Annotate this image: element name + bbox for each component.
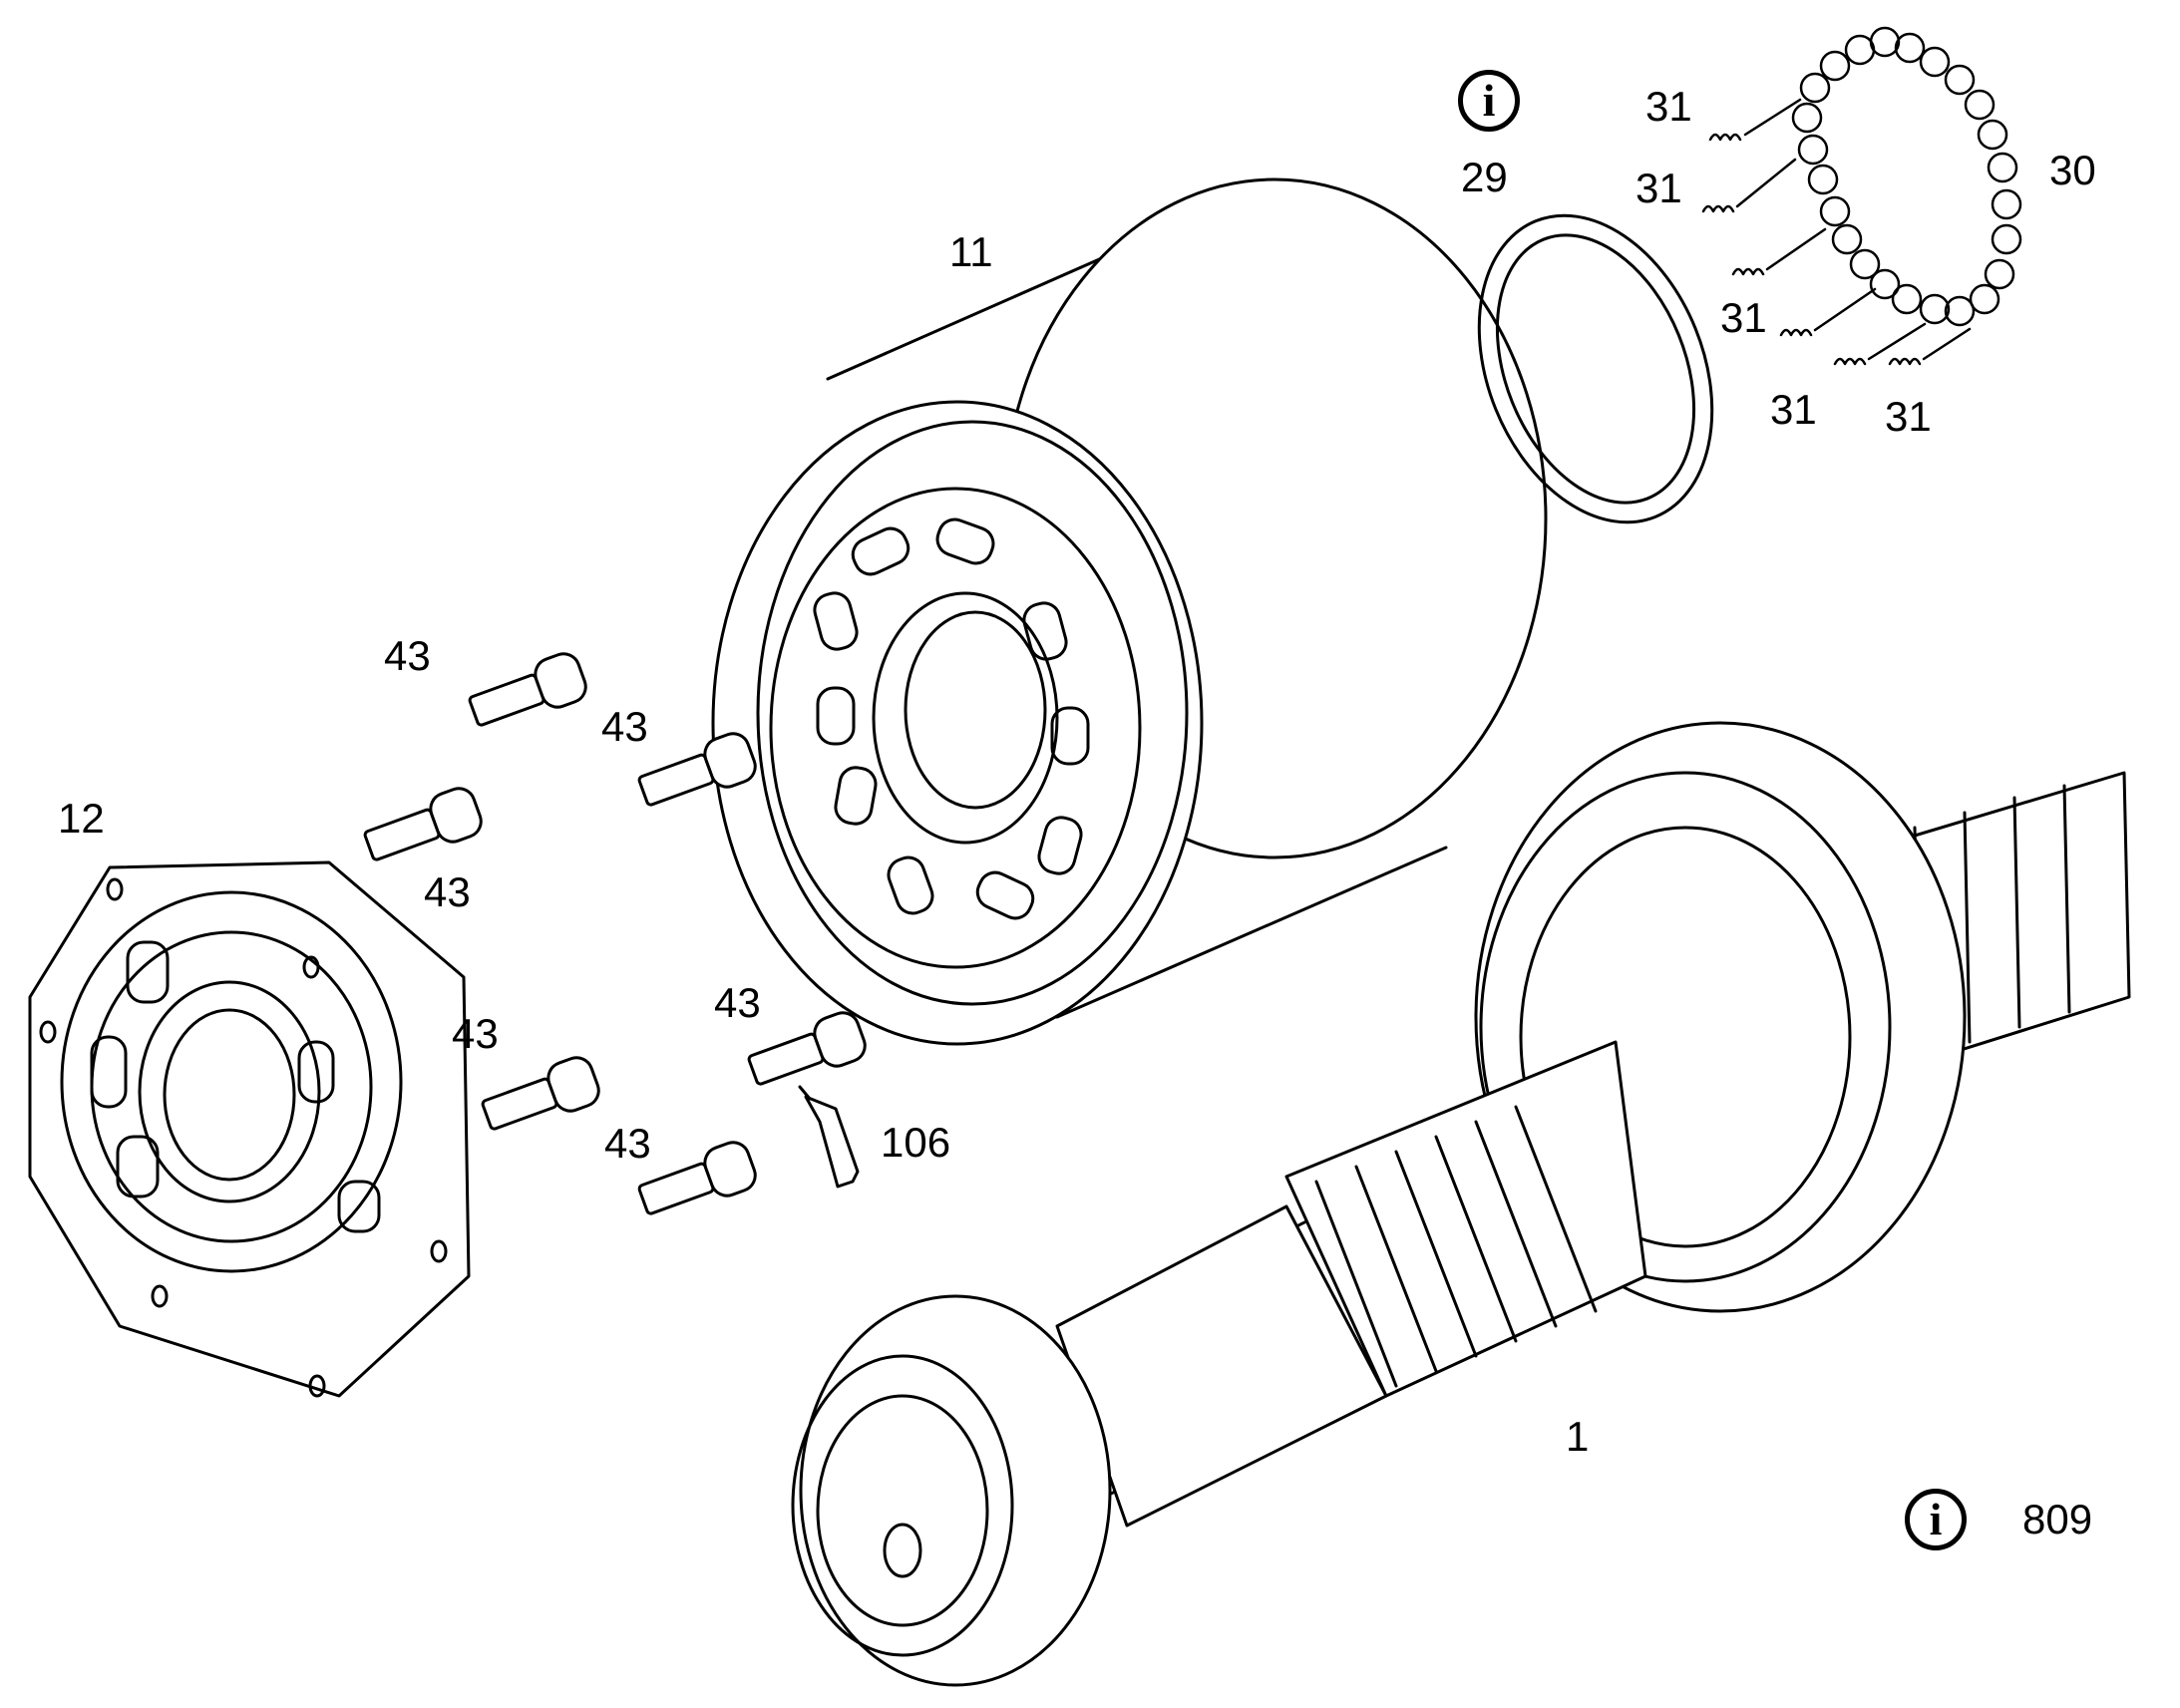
info-icon[interactable]: i [1905,1489,1967,1550]
ring-part [1477,213,1714,524]
callout-43: 43 [424,868,471,915]
callout-106: 106 [881,1119,951,1166]
info-icon[interactable]: i [1458,70,1520,132]
callout-29: 29 [1461,154,1508,200]
callout-30: 30 [2049,147,2096,193]
callout-31: 31 [1635,165,1682,211]
callout-43: 43 [452,1010,499,1057]
port-plate-part [28,860,471,1398]
callout-31: 31 [1720,294,1767,341]
callout-43: 43 [601,703,648,750]
callout-11: 11 [949,228,993,275]
spring-retainer-part [1791,26,2022,327]
info-note-label: 809 [2022,1496,2093,1542]
springs-part [1701,98,1972,366]
sealant-tube-part [798,1085,860,1189]
callout-43: 43 [714,979,761,1026]
callout-31: 31 [1645,83,1692,130]
callout-12: 12 [58,795,105,842]
cylinder-block-part [711,177,1548,1046]
callout-1: 1 [1566,1413,1590,1460]
callout-43: 43 [604,1120,651,1167]
callout-31: 31 [1885,393,1932,440]
callout-31: 31 [1770,386,1817,433]
drive-shaft-part [791,721,2131,1687]
screws-part [363,652,867,1215]
callout-43: 43 [384,632,431,679]
